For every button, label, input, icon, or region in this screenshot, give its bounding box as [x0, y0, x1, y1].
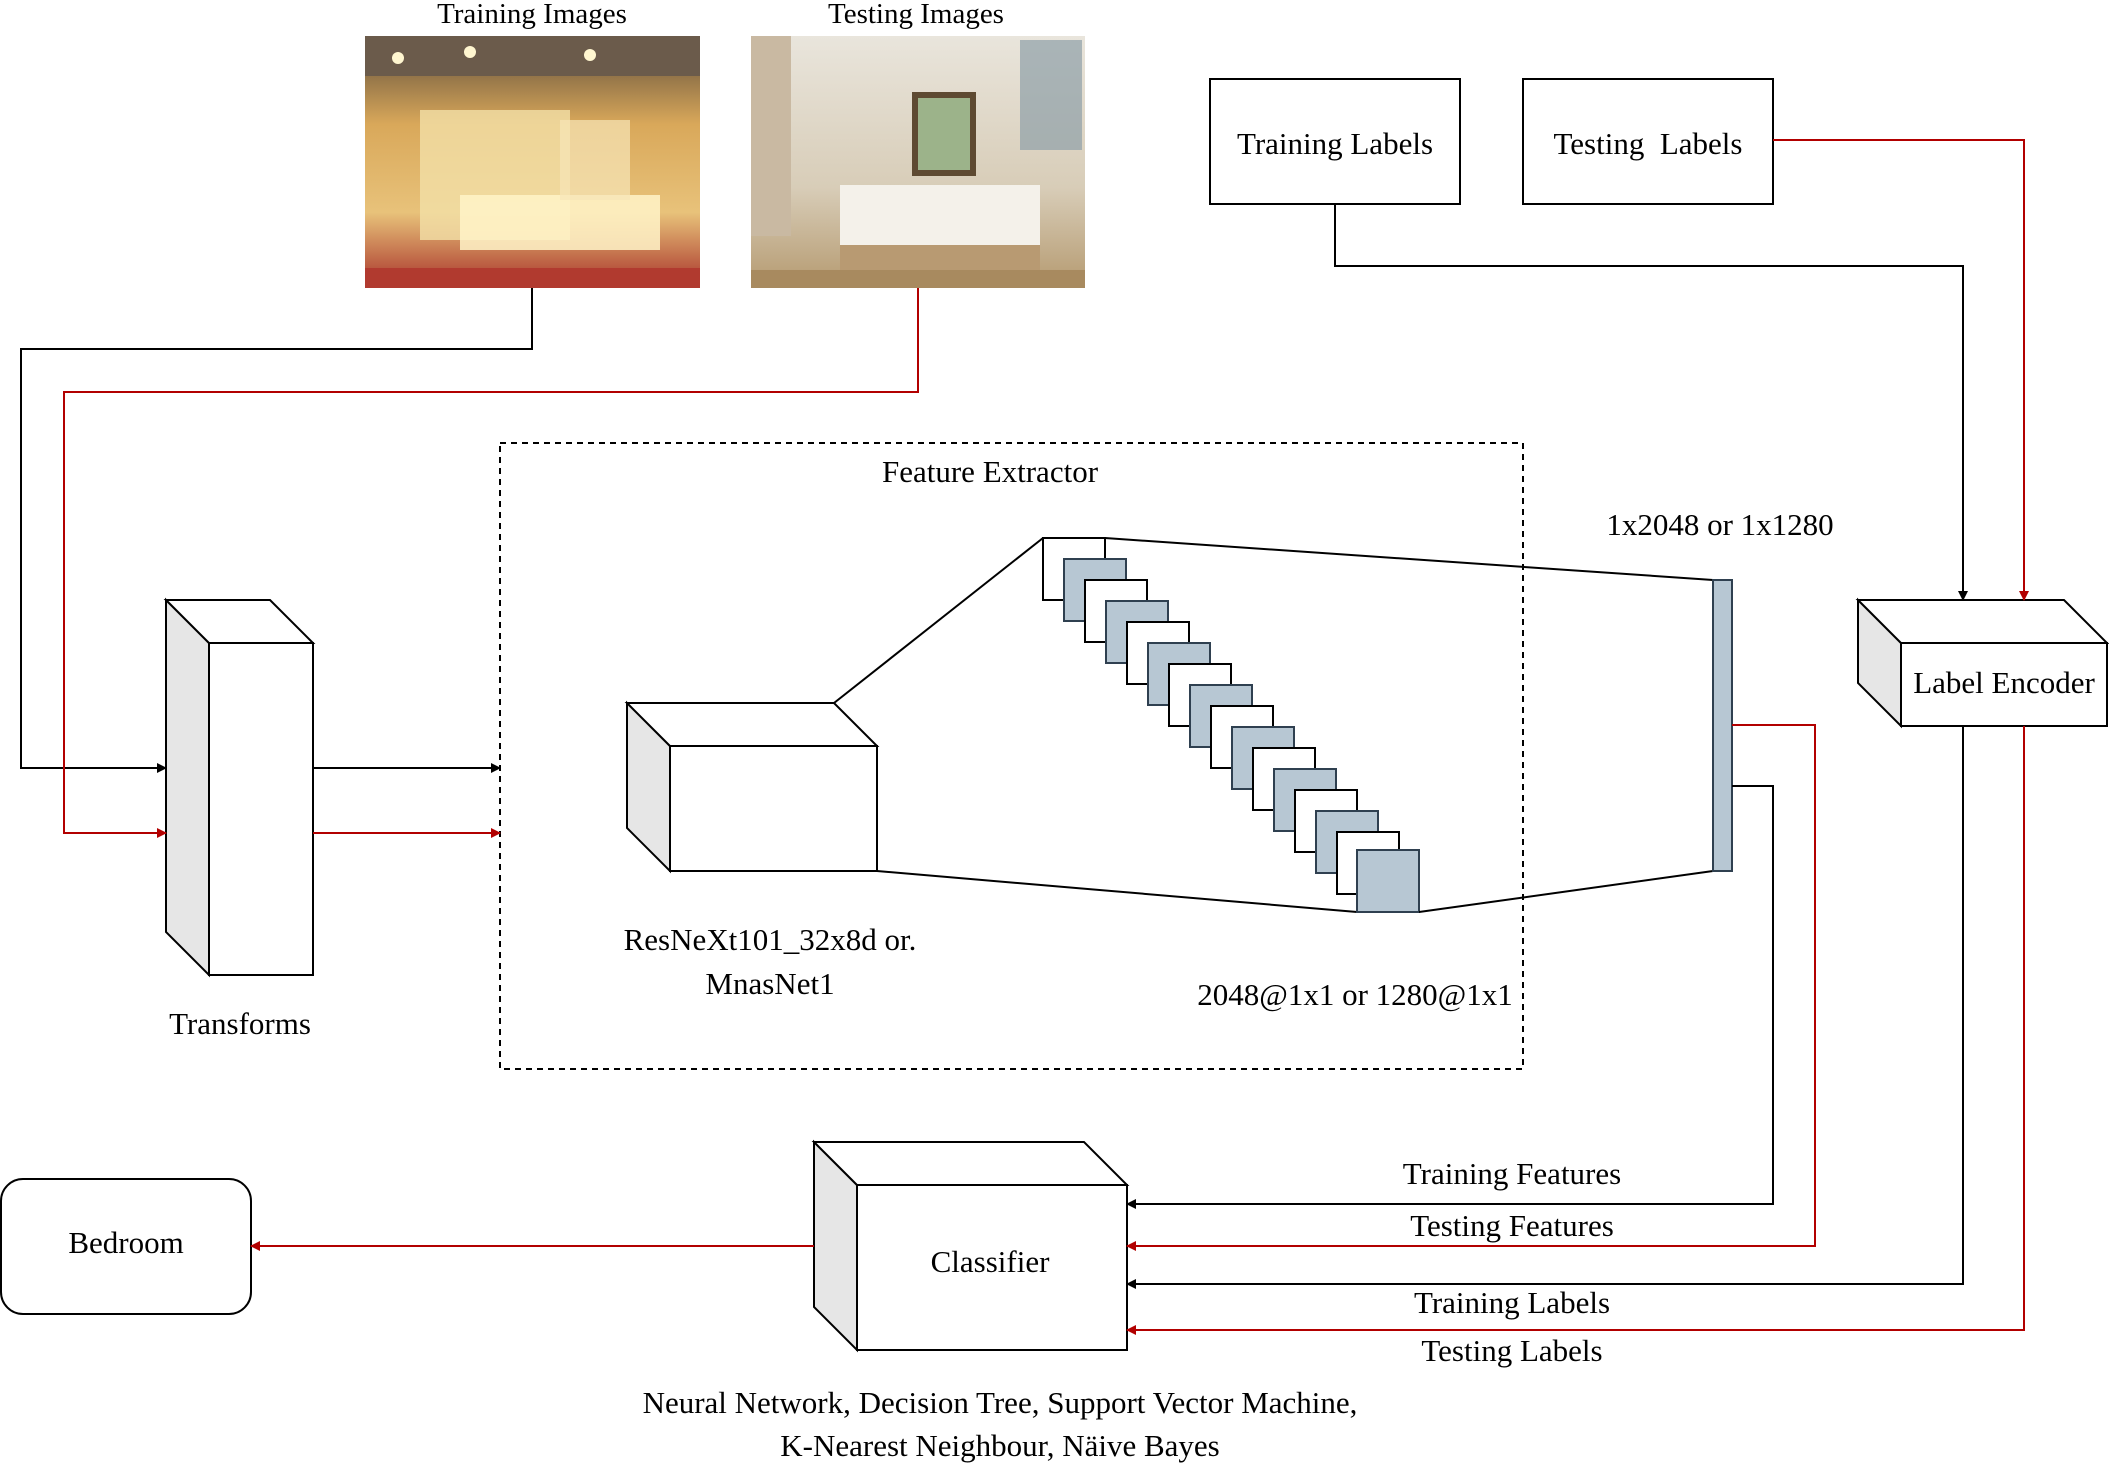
transforms-label: Transforms — [169, 1006, 311, 1041]
classifier-block — [811, 1139, 1130, 1353]
training-image — [365, 36, 700, 288]
training-labels-flow-label: Training Labels — [1414, 1285, 1610, 1320]
classifier-methods-line1: Neural Network, Decision Tree, Support V… — [643, 1385, 1358, 1420]
training-labels-text: Training Labels — [1237, 126, 1433, 161]
testing-features-arrow — [1126, 724, 1816, 1251]
feature-vector-size-label: 1x2048 or 1x1280 — [1606, 507, 1833, 542]
feature-vector-bar — [1712, 579, 1733, 872]
training-labels-to-encoder-arrow — [1334, 204, 1968, 601]
backbone-label-line1: ResNeXt101_32x8d or. — [624, 922, 917, 957]
classifier-label: Classifier — [931, 1244, 1050, 1279]
testing-labels-box: Testing Labels — [1522, 78, 1774, 205]
classifier-methods-line2: K-Nearest Neighbour, Näive Bayes — [780, 1428, 1220, 1463]
testing-labels-encoded-arrow — [1126, 726, 2025, 1335]
output-label: Bedroom — [68, 1225, 183, 1260]
feature-map-stack — [1042, 537, 1420, 913]
feature-extractor-title: Feature Extractor — [882, 454, 1099, 489]
feature-extractor-frame — [499, 442, 1524, 1070]
projection-line-bottom — [876, 870, 1358, 913]
transforms-block — [163, 597, 316, 978]
training-images-caption: Training Images — [437, 0, 627, 30]
testing-features-label: Testing Features — [1410, 1208, 1614, 1243]
testing-labels-text: Testing Labels — [1554, 126, 1743, 161]
training-features-label: Training Features — [1403, 1156, 1621, 1191]
vector-line-top — [1104, 537, 1714, 581]
vector-line-bottom — [1418, 870, 1714, 913]
label-encoder-label: Label Encoder — [1913, 665, 2095, 700]
testing-image — [751, 36, 1085, 288]
testing-images-caption: Testing Images — [828, 0, 1004, 30]
feature-map-size-label: 2048@1x1 or 1280@1x1 — [1197, 977, 1512, 1012]
backbone-block — [624, 700, 880, 874]
testing-labels-to-encoder-arrow — [1773, 139, 2029, 601]
training-labels-encoded-arrow — [1126, 726, 1964, 1289]
training-features-arrow — [1126, 785, 1774, 1209]
training-labels-box: Training Labels — [1209, 78, 1461, 205]
projection-line-top — [833, 537, 1044, 704]
training-images-to-transforms-arrow — [20, 288, 533, 773]
feature-map-layer — [1356, 849, 1420, 913]
testing-images-to-transforms-arrow — [63, 288, 919, 838]
output-box: Bedroom — [0, 1178, 252, 1315]
testing-labels-flow-label: Testing Labels — [1421, 1333, 1602, 1368]
label-encoder-block — [1855, 597, 2109, 729]
backbone-label-line2: MnasNet1 — [705, 966, 834, 1001]
